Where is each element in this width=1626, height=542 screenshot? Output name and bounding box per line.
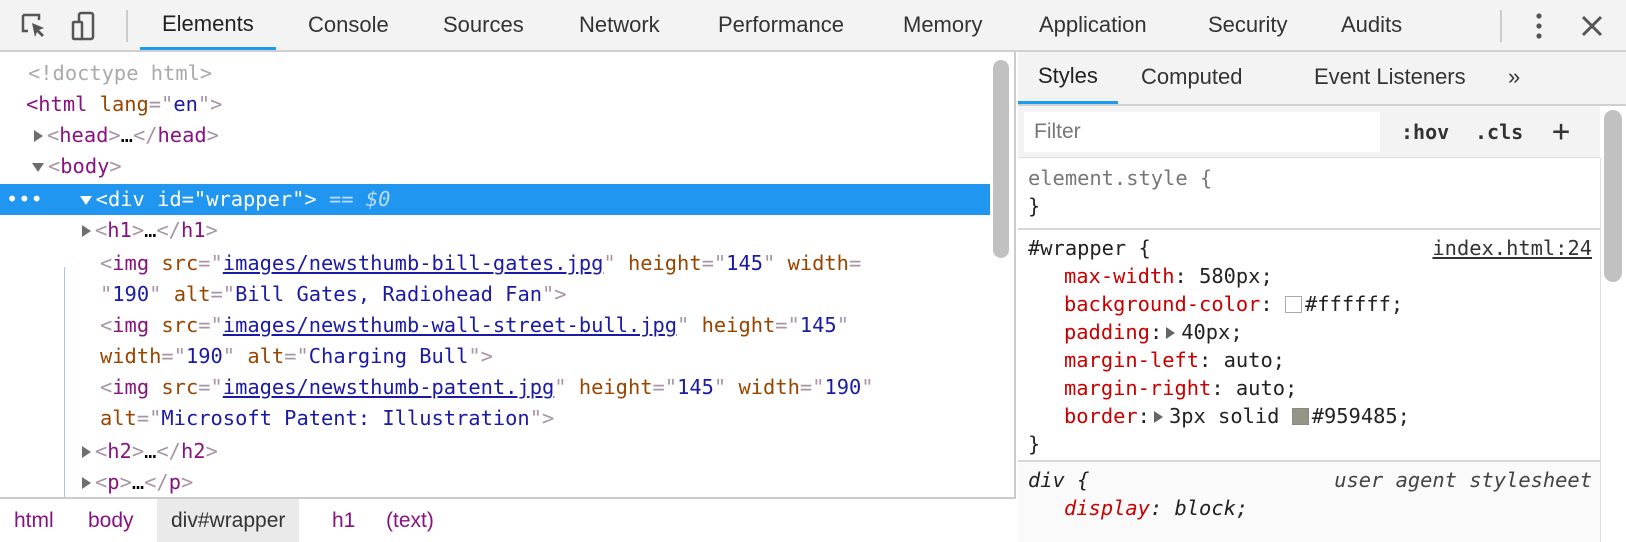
tab-memory[interactable]: Memory [903,12,983,37]
tag-name: head [157,123,207,147]
styles-filter-bar: :hov .cls + [1018,106,1600,158]
hover-state-button[interactable]: :hov [1401,120,1450,144]
toolbar-divider [1500,10,1502,42]
dom-node-img-3[interactable]: <img src="images/newsthumb-patent.jpg" h… [100,375,874,399]
ua-selector: div { [1028,468,1090,492]
attr-name: id [157,187,182,211]
expand-shorthand-icon[interactable] [1166,327,1176,339]
dom-node-img-2[interactable]: <img src="images/newsthumb-wall-street-b… [100,313,849,337]
css-property[interactable]: padding:40px; [1064,320,1243,344]
src-link[interactable]: images/newsthumb-bill-gates.jpg [222,251,604,275]
expand-triangle-icon[interactable] [82,225,91,237]
dom-node-img-1[interactable]: <img src="images/newsthumb-bill-gates.jp… [100,251,862,275]
doctype-text: <!doctype html> [28,61,213,85]
indent-guide [64,267,65,497]
dom-node-head[interactable]: <head>…</head> [0,120,990,151]
tab-event-listeners[interactable]: Event Listeners [1314,64,1466,89]
breadcrumb: html body div#wrapper h1 (text) [0,497,1016,542]
node-actions-ellipsis[interactable]: ••• [6,187,80,211]
more-tabs-chevron-icon[interactable]: » [1508,64,1521,89]
wrapper-rule: #wrapper { index.html:24 max-width: 580px… [1018,230,1600,462]
src-link[interactable]: images/newsthumb-patent.jpg [222,375,555,399]
tab-computed[interactable]: Computed [1141,64,1243,89]
tab-audits[interactable]: Audits [1341,12,1403,37]
dom-node-img-1-cont[interactable]: "190" alt="Bill Gates, Radiohead Fan"> [100,282,567,306]
element-style-rule: element.style { } [1018,158,1600,230]
color-swatch[interactable] [1291,408,1309,425]
tab-console[interactable]: Console [308,12,389,37]
css-property[interactable]: margin-right: auto; [1064,376,1298,400]
breadcrumb-div-wrapper[interactable]: div#wrapper [157,499,300,542]
tab-network[interactable]: Network [579,12,660,37]
css-property[interactable]: margin-left: auto; [1064,348,1285,372]
tab-performance[interactable]: Performance [718,12,844,37]
attr-name: lang [99,92,149,116]
dom-node-h2[interactable]: <h2>…</h2> [0,436,990,467]
attr-value: wrapper [206,187,293,211]
expand-shorthand-icon[interactable] [1153,411,1163,423]
dom-node-img-3-cont[interactable]: alt="Microsoft Patent: Illustration"> [100,406,555,430]
color-swatch[interactable] [1284,296,1302,313]
rule-close-brace: } [1028,194,1041,218]
close-icon[interactable] [1576,10,1608,42]
styles-filter-input[interactable] [1024,112,1380,152]
tag-name: body [60,154,110,178]
tab-application[interactable]: Application [1039,12,1147,37]
dom-node-p[interactable]: <p>…</p> [0,467,990,497]
wrapper-selector[interactable]: #wrapper { [1028,236,1151,260]
tag-name: h1 [180,218,206,242]
css-property: display: block; [1064,496,1249,520]
tab-sources[interactable]: Sources [443,12,524,37]
tag-name: div [107,187,145,211]
tag-name: head [59,123,109,147]
styles-pane: Styles Computed Event Listeners » :hov .… [1018,52,1626,542]
breadcrumb-body[interactable]: body [88,509,134,532]
ua-source: user agent stylesheet [1334,468,1592,492]
dom-node-html[interactable]: <html lang="en"> [26,92,223,116]
css-property[interactable]: background-color: #ffffff; [1064,292,1404,316]
dom-node-h1[interactable]: <h1>…</h1> [0,215,990,246]
rule-close-brace: } [1028,432,1041,456]
breadcrumb-text[interactable]: (text) [386,509,434,532]
rule-source-link[interactable]: index.html:24 [1432,236,1592,260]
dom-node-div-wrapper-selected[interactable]: ••• <div id="wrapper"> == $0 [0,184,990,215]
expand-triangle-icon[interactable] [82,446,91,458]
tag-name: h1 [107,218,132,242]
expand-triangle-icon[interactable] [34,130,43,142]
element-style-selector[interactable]: element.style { [1028,166,1213,190]
tab-elements[interactable]: Elements [140,0,276,50]
css-property[interactable]: border:3px solid #959485; [1064,404,1410,428]
device-toolbar-icon[interactable] [68,10,100,42]
inspect-element-icon[interactable] [18,10,50,42]
user-agent-rule: div { user agent stylesheet display: bloc… [1018,462,1600,542]
more-options-icon[interactable] [1523,10,1555,42]
scrollbar-track-border [1600,158,1601,542]
src-link[interactable]: images/newsthumb-wall-street-bull.jpg [222,313,678,337]
dollar-zero: $0 [365,187,391,211]
dom-tree-scrollbar[interactable] [993,60,1009,258]
collapse-triangle-icon[interactable] [79,195,92,205]
dom-node-body[interactable]: <body> [0,151,990,182]
tag-name: <html [26,92,88,116]
attr-value: en [173,92,198,116]
expand-triangle-icon[interactable] [82,477,91,489]
collapse-triangle-icon[interactable] [32,162,44,172]
dom-node-img-2-cont[interactable]: width="190" alt="Charging Bull"> [100,344,493,368]
css-property[interactable]: max-width: 580px; [1064,264,1273,288]
devtools-toolbar: Elements Console Sources Network Perform… [0,0,1626,52]
breadcrumb-h1[interactable]: h1 [332,509,356,532]
dom-tree: <!doctype html> <html lang="en"> <head>…… [0,52,1016,497]
class-toggle-button[interactable]: .cls [1475,120,1524,144]
ellipsis: … [120,123,133,147]
dom-node-doctype[interactable]: <!doctype html> [0,58,990,89]
tab-security[interactable]: Security [1208,12,1288,37]
breadcrumb-html[interactable]: html [14,509,54,532]
sidebar-tabs: Styles Computed Event Listeners » [1018,52,1626,106]
styles-scrollbar[interactable] [1604,110,1622,282]
toolbar-divider [126,10,128,42]
new-rule-plus-icon[interactable]: + [1552,114,1571,149]
equals-marker: == [316,187,366,211]
tab-styles[interactable]: Styles [1018,52,1118,104]
